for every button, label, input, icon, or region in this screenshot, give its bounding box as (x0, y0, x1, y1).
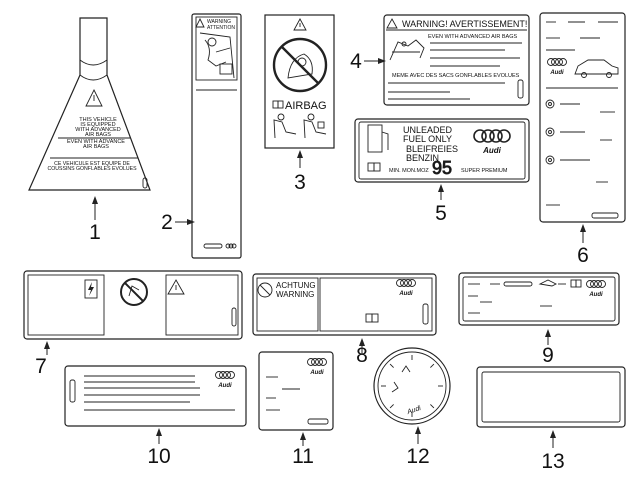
label-7-battery-warning-label (23, 270, 243, 340)
label-9-brand: Audi (588, 292, 603, 298)
car-silhouette-icon (574, 59, 619, 78)
label-1-line-3: WITH ADVANCED (75, 127, 120, 133)
label-10-audi-rings-icon (215, 371, 235, 379)
fuel-cap-tick-ring (381, 355, 443, 417)
callout-6-arrow (580, 224, 586, 243)
label-5-audi-rings-icon (473, 129, 511, 143)
callout-7: 7 (35, 355, 47, 378)
label-6-vehicle-data-plate: Audi (539, 12, 626, 223)
label-8-line-2: WARNING (276, 290, 314, 299)
callout-7-arrow (44, 341, 50, 355)
label-12-round-fuel-cap-label: Audi (373, 347, 451, 425)
fuel-cap-tick (430, 363, 435, 368)
label-3-warning-triangle-icon (293, 18, 307, 31)
label-8-line-1: ACHTUNG (276, 281, 316, 290)
label-5-manual-icon (367, 162, 381, 172)
label-4-header: WARNING! AVERTISSEMENT! (402, 19, 527, 29)
callout-8-arrow (359, 338, 365, 354)
no-symbol-icon (120, 278, 148, 306)
callout-12: 12 (406, 445, 429, 468)
label-1-line-6: AIR BAGS (83, 144, 109, 150)
seat-occupant-icons (273, 113, 327, 139)
label-5-brand: Audi (482, 146, 502, 155)
label-8-audi-rings-icon (396, 279, 416, 287)
callout-1: 1 (89, 221, 101, 244)
label-1-line-1: THIS VEHICLE (79, 117, 117, 123)
label-5-super-premium: SUPER PREMIUM (461, 168, 508, 174)
callout-8: 8 (356, 344, 368, 367)
airbag-manual-icon (272, 100, 284, 109)
fuel-cap-tick (430, 404, 435, 409)
label-6-brand: Audi (549, 70, 564, 76)
fuel-cap-tick (389, 404, 394, 409)
label-12-brand: Audi (405, 405, 422, 416)
label-5-octane: 95 (432, 158, 452, 178)
label-6-audi-rings-icon (547, 58, 567, 66)
label-4-bilingual-warning-label: WARNING! AVERTISSEMENT! EVEN WITH ADVANC… (383, 14, 530, 106)
label-9-manual-icon (570, 279, 582, 288)
child-seat-warning-icon (389, 39, 425, 61)
label-9-engine-bay-label: Audi (458, 272, 620, 326)
callout-10-arrow (156, 428, 162, 444)
label-1-french-1: CE VEHICULE EST EQUIPE DE (54, 161, 130, 167)
callout-4: 4 (350, 50, 362, 73)
label-8-manual-icon (365, 313, 379, 323)
label-9-audi-rings-icon (586, 280, 606, 288)
fuel-cap-tick (389, 363, 394, 368)
label-2-audi-rings-icon (225, 243, 237, 249)
label-8-achtung-warning-label: ACHTUNG WARNING Audi (252, 273, 437, 336)
callout-1-arrow (92, 196, 98, 220)
callout-3-arrow (297, 150, 303, 168)
lightning-icon (84, 279, 98, 299)
callout-11-arrow (300, 432, 306, 446)
label-2-sun-visor-label: WARNING ATTENTION (191, 13, 242, 259)
label-11-audi-rings-icon (307, 358, 327, 366)
callout-9-arrow (545, 329, 551, 345)
warning-triangle-icon (85, 88, 103, 107)
label-8-no-symbol-icon (257, 282, 273, 298)
label-4-line-1: EVEN WITH ADVANCED AIR BAGS (428, 34, 517, 40)
label-5-fuel-label: UNLEADED FUEL ONLY BLEIFREIES BENZIN Aud… (354, 118, 530, 183)
label-3-airbag: AIRBAG (285, 100, 327, 112)
label-13-blank-label (476, 366, 626, 428)
callout-2: 2 (161, 211, 173, 234)
label-1-line-4: AIR BAGS (85, 132, 111, 138)
label-1-french-2: COUSSINS GONFLABLES EVOLUES (47, 166, 137, 172)
label-5-line-3: BLEIFREIES (406, 144, 458, 154)
label-1-line-5: EVEN WITH ADVANCE (67, 139, 125, 145)
label-7-warning-triangle-icon (167, 279, 185, 295)
label-1-line-2: IS EQUIPPED (80, 122, 115, 128)
callout-13: 13 (541, 450, 564, 473)
callout-5-arrow (438, 184, 444, 200)
label-5-line-4: BENZIN (406, 153, 439, 163)
label-11-brand: Audi (309, 370, 324, 376)
callout-12-arrow (415, 426, 421, 444)
label-11-small-label: Audi (258, 351, 334, 431)
label-5-min-mon: MIN. MON.MOZ (389, 168, 429, 174)
callout-10: 10 (147, 445, 170, 468)
no-child-seat-icon (272, 37, 328, 93)
callout-5: 5 (435, 202, 447, 225)
callout-13-arrow (550, 430, 556, 448)
fuel-pump-icon (367, 124, 389, 153)
label-3-child-seat-airbag-label: AIRBAG (264, 14, 335, 149)
label-1-airbag-hang-tag: THIS VEHICLE IS EQUIPPED WITH ADVANCED A… (28, 17, 151, 191)
label-2-warning: WARNING (207, 19, 231, 25)
label-4-line-2: MEME AVEC DES SACS GONFLABLES EVOLUES (392, 73, 520, 79)
callout-11: 11 (292, 445, 314, 468)
callout-6: 6 (577, 244, 589, 267)
label-8-brand: Audi (398, 291, 413, 297)
label-5-line-1: UNLEADED (403, 125, 453, 135)
callout-2-arrow (175, 219, 195, 225)
callout-9: 9 (542, 344, 554, 367)
label-2-attention: ATTENTION (207, 25, 235, 31)
label-10-info-label: Audi (64, 365, 247, 427)
label-10-brand: Audi (217, 383, 232, 389)
callout-4-arrow (364, 58, 386, 64)
label-5-line-2: FUEL ONLY (403, 134, 452, 144)
callout-3: 3 (294, 171, 306, 194)
